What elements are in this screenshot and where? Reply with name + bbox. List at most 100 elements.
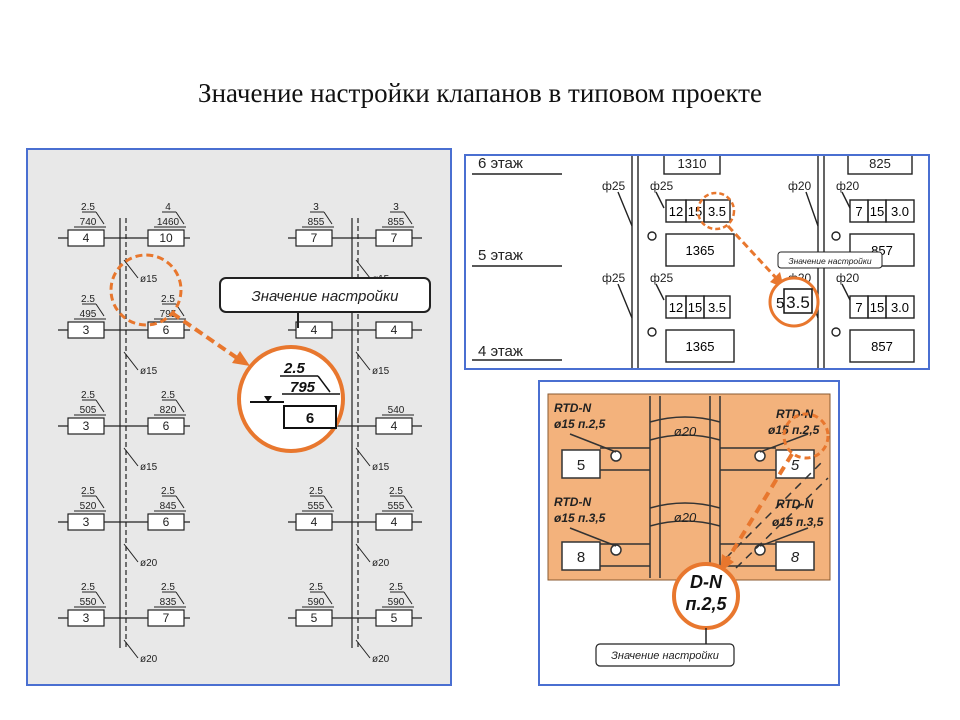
floor-plan-panel: 6 этаж 5 этаж 4 этаж 1310 825 ф25 ф25 ф2… — [464, 154, 930, 370]
slide-title: Значение настройки клапанов в типовом пр… — [198, 78, 762, 108]
setting-value: 3 — [313, 202, 319, 213]
heater-box — [67, 321, 105, 339]
heater-value: 4 — [311, 323, 318, 337]
heater-value: 4 — [311, 515, 318, 529]
heater-box — [375, 321, 413, 339]
flow-value: 1460 — [157, 217, 180, 228]
valve-br-name: RTD-N — [776, 497, 813, 511]
callout-label-2: Значение настройки — [788, 256, 872, 266]
row1-right-b: 15 — [870, 204, 884, 219]
flow-value: 845 — [160, 501, 177, 512]
setting-value: 2.5 — [389, 486, 403, 497]
heater-value: 4 — [391, 515, 398, 529]
row1-right-a: 7 — [855, 204, 862, 219]
heater-value: 3 — [83, 515, 90, 529]
heater-box — [67, 513, 105, 531]
heater-value: 7 — [163, 611, 170, 625]
valve-tr-name: RTD-N — [776, 407, 813, 421]
valve-br-spec: ø15 п.3,5 — [772, 515, 824, 529]
highlight-circle-small — [696, 191, 736, 231]
valve-detail-panel: RTD-N ø15 п.2,5 5 RTD-N ø15 п.2,5 5 RTD-… — [538, 380, 840, 686]
floor-6-label: 6 этаж — [478, 156, 523, 172]
flow-value: 555 — [308, 501, 325, 512]
highlight-circle — [109, 253, 183, 327]
valve-tr-spec: ø15 п.2,5 — [768, 423, 820, 437]
setting-leader — [95, 211, 105, 225]
heater-value: 4 — [391, 419, 398, 433]
flow-857-b: 857 — [871, 339, 893, 354]
pipe-label: ø20 — [140, 558, 158, 569]
left-drawing-panel: 47402.510146047855378553ø15ø1534952.5679… — [26, 148, 452, 686]
pipe-leader — [123, 639, 139, 659]
flow-value: 590 — [308, 597, 325, 608]
row2-right-a: 7 — [855, 300, 862, 315]
valve-tl-box: 5 — [577, 457, 585, 474]
heater-box — [67, 609, 105, 627]
heater-box — [295, 321, 333, 339]
zoom-flow: 795 — [290, 379, 316, 396]
row2-right-c: 3.0 — [891, 300, 909, 315]
callout-label-3: Значение настройки — [611, 650, 719, 662]
heater-box — [67, 417, 105, 435]
flow-1365-b: 1365 — [686, 339, 715, 354]
setting-value: 2.5 — [81, 390, 95, 401]
heater-box — [375, 609, 413, 627]
setting-leader — [95, 495, 105, 509]
heater-box — [147, 229, 185, 247]
heater-value: 5 — [391, 611, 398, 625]
flow-value: 540 — [388, 405, 405, 416]
pipe-leader — [355, 351, 371, 371]
flow-1365-a: 1365 — [686, 243, 715, 258]
heater-box — [147, 417, 185, 435]
flow-value: 795 — [160, 309, 177, 320]
pipe-label: ø20 — [372, 558, 390, 569]
flow-value: 740 — [80, 217, 97, 228]
pipe-label: ø15 — [372, 462, 390, 473]
setting-value: 2.5 — [81, 486, 95, 497]
pipe-leader — [355, 543, 371, 563]
heater-value: 7 — [311, 231, 318, 245]
pipe-bottom-label: ø20 — [674, 510, 697, 525]
setting-leader — [323, 495, 333, 509]
setting-leader — [403, 211, 413, 225]
setting-value: 2.5 — [389, 582, 403, 593]
setting-callout: Значение настройки — [219, 277, 431, 328]
heater-box — [295, 609, 333, 627]
heater-box — [295, 229, 333, 247]
flow-value: 855 — [308, 217, 325, 228]
floor-4-label: 4 этаж — [478, 343, 523, 360]
valve-tl-spec: ø15 п.2,5 — [554, 417, 606, 431]
phi-a-1: ф25 — [602, 179, 626, 193]
row1-left-a: 12 — [669, 204, 683, 219]
setting-value: 2.5 — [81, 294, 95, 305]
heater-box — [375, 417, 413, 435]
setting-leader — [323, 211, 333, 225]
pipe-leader — [355, 259, 371, 279]
valve-tr-box: 5 — [791, 457, 800, 474]
setting-value: 2.5 — [161, 582, 175, 593]
pipe-leader — [123, 543, 139, 563]
setting-value: 2.5 — [161, 294, 175, 305]
left-riser-diagram: 47402.510146047855378553ø15ø1534952.5679… — [58, 202, 431, 665]
flow-value: 505 — [80, 405, 97, 416]
setting-leader — [175, 399, 185, 413]
valve-bl-name: RTD-N — [554, 495, 591, 509]
flow-value: 590 — [388, 597, 405, 608]
heater-value: 7 — [391, 231, 398, 245]
setting-value: 2.5 — [161, 390, 175, 401]
row1-left-c: 3.5 — [708, 204, 726, 219]
heater-value: 3 — [83, 323, 90, 337]
valve-tl-name: RTD-N — [554, 401, 591, 415]
pipe-label: ø20 — [372, 654, 390, 665]
heater-box — [147, 513, 185, 531]
zoom-spec-3: п.2,5 — [685, 594, 727, 614]
valve-bl-spec: ø15 п.3,5 — [554, 511, 606, 525]
flow-value: 835 — [160, 597, 177, 608]
heater-box — [375, 513, 413, 531]
heater-value: 4 — [83, 231, 90, 245]
top-val-1: 1310 — [678, 156, 707, 171]
pipe-label: ø15 — [372, 366, 390, 377]
setting-value: 2.5 — [309, 486, 323, 497]
callout-label: Значение настройки — [252, 288, 400, 305]
setting-value: 2.5 — [161, 486, 175, 497]
